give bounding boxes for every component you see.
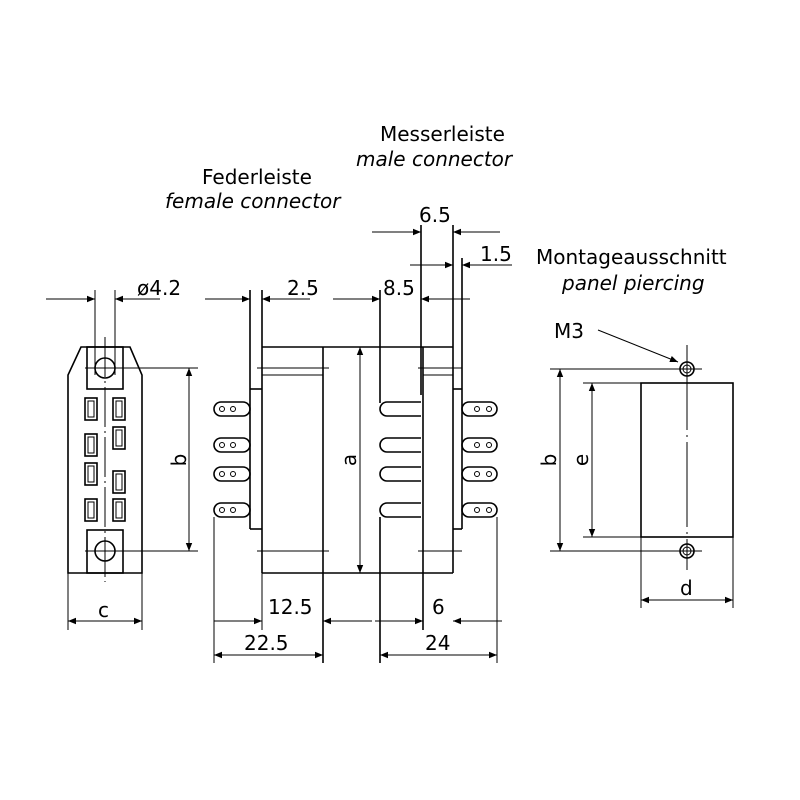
female-title-en: female connector (165, 189, 342, 213)
dim-male-offset: 8.5 (383, 276, 415, 300)
female-pins (213, 401, 251, 518)
male-title-de: Messerleiste (380, 122, 505, 146)
male-title-en: male connector (356, 147, 514, 171)
dim-a: a (337, 454, 361, 466)
female-title-de: Federleiste (202, 165, 312, 189)
dim-c: c (98, 598, 109, 622)
dim-male-width: 6.5 (419, 203, 451, 227)
thread-label: M3 (554, 319, 584, 343)
dim-hole-diameter: ø4.2 (137, 276, 181, 300)
dim-d: d (680, 576, 693, 600)
dim-male-total: 24 (425, 631, 450, 655)
dim-female-plate: 2.5 (287, 276, 319, 300)
dim-b-left: b (167, 454, 191, 467)
side-view: a 2.5 8.5 (205, 203, 512, 663)
dim-male-body: 6 (432, 595, 445, 619)
contact-slots (84, 397, 126, 522)
male-pins (461, 401, 498, 518)
dim-male-plate: 1.5 (480, 242, 512, 266)
panel-title-en: panel piercing (561, 271, 705, 295)
panel-title-de: Montageausschnitt (536, 245, 727, 269)
male-blades (379, 401, 421, 518)
dim-female-total: 22.5 (244, 631, 289, 655)
dim-female-body: 12.5 (268, 595, 313, 619)
front-view: ø4.2 b c (46, 276, 198, 630)
thread-leader-arrow (597, 329, 679, 363)
dim-e: e (569, 454, 593, 466)
panel-piercing-view: b e d M3 (537, 319, 734, 608)
dim-b-right: b (537, 454, 561, 467)
